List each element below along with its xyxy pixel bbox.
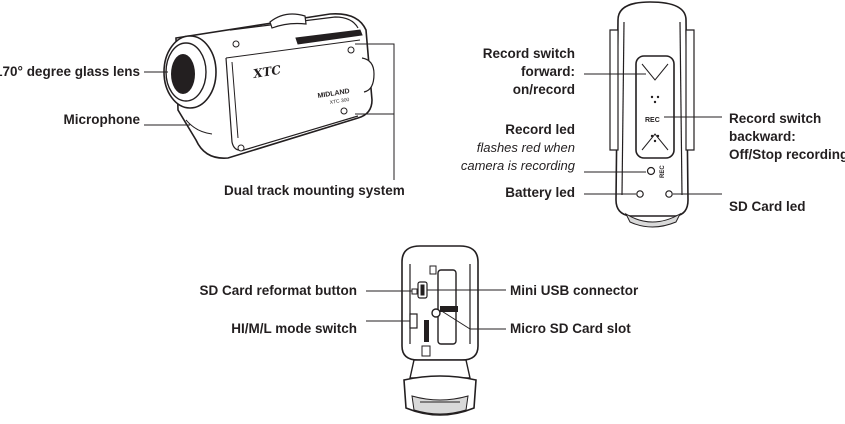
rec-slider-text: REC	[645, 117, 660, 124]
rec-led-text: REC	[660, 165, 666, 178]
camera-rear-view: REC REC	[609, 1, 695, 228]
leader-lines	[144, 43, 722, 330]
camera-model-text: XTC 300	[329, 97, 350, 106]
reformat-button-icon	[411, 288, 418, 295]
label-record-switch-forward: Record switch forward: on/record	[482, 46, 575, 97]
label-lens: 170° degree glass lens	[0, 64, 140, 79]
camera-brand-text: MIDLAND	[317, 88, 350, 100]
camera-logo-text: XTC	[251, 63, 282, 81]
label-mounting-system: Dual track mounting system	[224, 183, 405, 198]
label-record-led: Record led flashes red when camera is re…	[460, 122, 575, 173]
label-micro-sd: Micro SD Card slot	[510, 321, 631, 336]
label-mode-switch: HI/M/L mode switch	[231, 321, 357, 336]
label-record-switch-backward: Record switch backward: Off/Stop recordi…	[729, 111, 845, 162]
label-mini-usb: Mini USB connector	[510, 283, 639, 298]
lens-glass-icon	[171, 54, 195, 94]
record-led-icon	[646, 166, 656, 176]
label-record-led-desc-2: camera is recording	[460, 158, 575, 173]
micro-sd-slot-icon	[431, 308, 441, 318]
label-sd-reformat-button: SD Card reformat button	[199, 283, 357, 298]
camera-open-view	[401, 245, 479, 416]
label-microphone: Microphone	[63, 112, 141, 127]
battery-led-icon	[636, 190, 644, 198]
mode-switch-icon	[409, 313, 418, 329]
camera-side-view: XTC MIDLAND XTC 300	[163, 13, 375, 159]
sd-card-led-icon	[665, 190, 673, 198]
label-battery-led: Battery led	[505, 185, 575, 200]
label-sd-card-led: SD Card led	[729, 199, 806, 214]
label-record-led-desc-1: flashes red when	[476, 140, 575, 155]
